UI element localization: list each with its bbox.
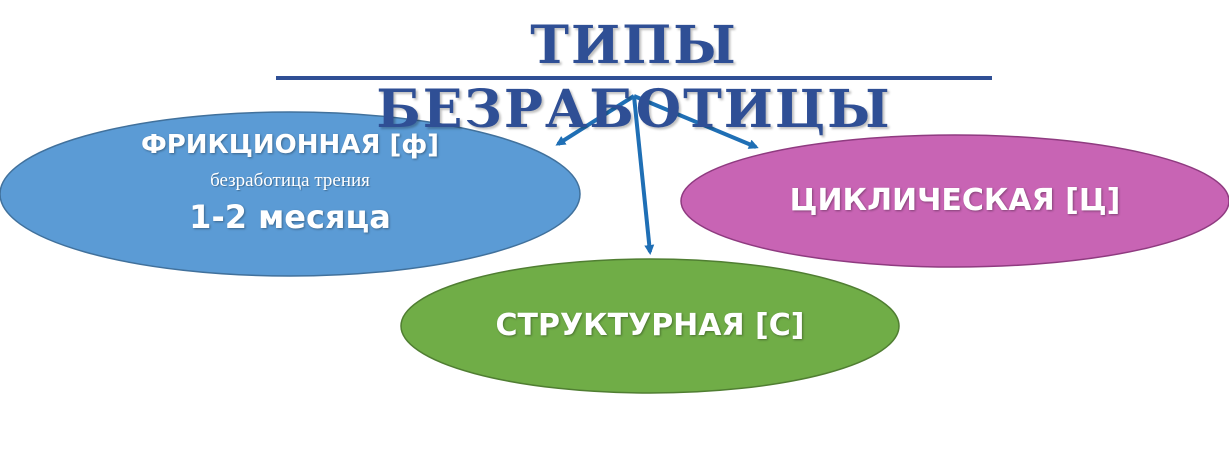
cyclical-node-shape: [680, 134, 1229, 268]
structural-label: СТРУКТУРНАЯ [С]: [495, 308, 805, 343]
structural-node: СТРУКТУРНАЯ [С]: [430, 309, 870, 343]
arrow-to-structural: [632, 95, 655, 255]
diagram-title: ТИПЫ БЕЗРАБОТИЦЫ: [376, 15, 892, 140]
frictional-subtitle: безработица трения: [210, 170, 370, 191]
frictional-duration: 1-2 месяца: [189, 198, 391, 236]
cyclical-label: ЦИКЛИЧЕСКАЯ [Ц]: [789, 183, 1121, 218]
frictional-label: ФРИКЦИОННАЯ [ф]: [140, 130, 440, 160]
cyclical-node: ЦИКЛИЧЕСКАЯ [Ц]: [725, 184, 1185, 218]
arrow-to-frictional: [555, 94, 636, 146]
structural-node-shape: [400, 258, 900, 394]
frictional-node-shape: [0, 111, 581, 277]
title-underline: [276, 76, 992, 80]
arrow-to-cyclical: [633, 94, 759, 149]
frictional-node: ФРИКЦИОННАЯ [ф] безработица трения 1-2 м…: [80, 130, 500, 236]
